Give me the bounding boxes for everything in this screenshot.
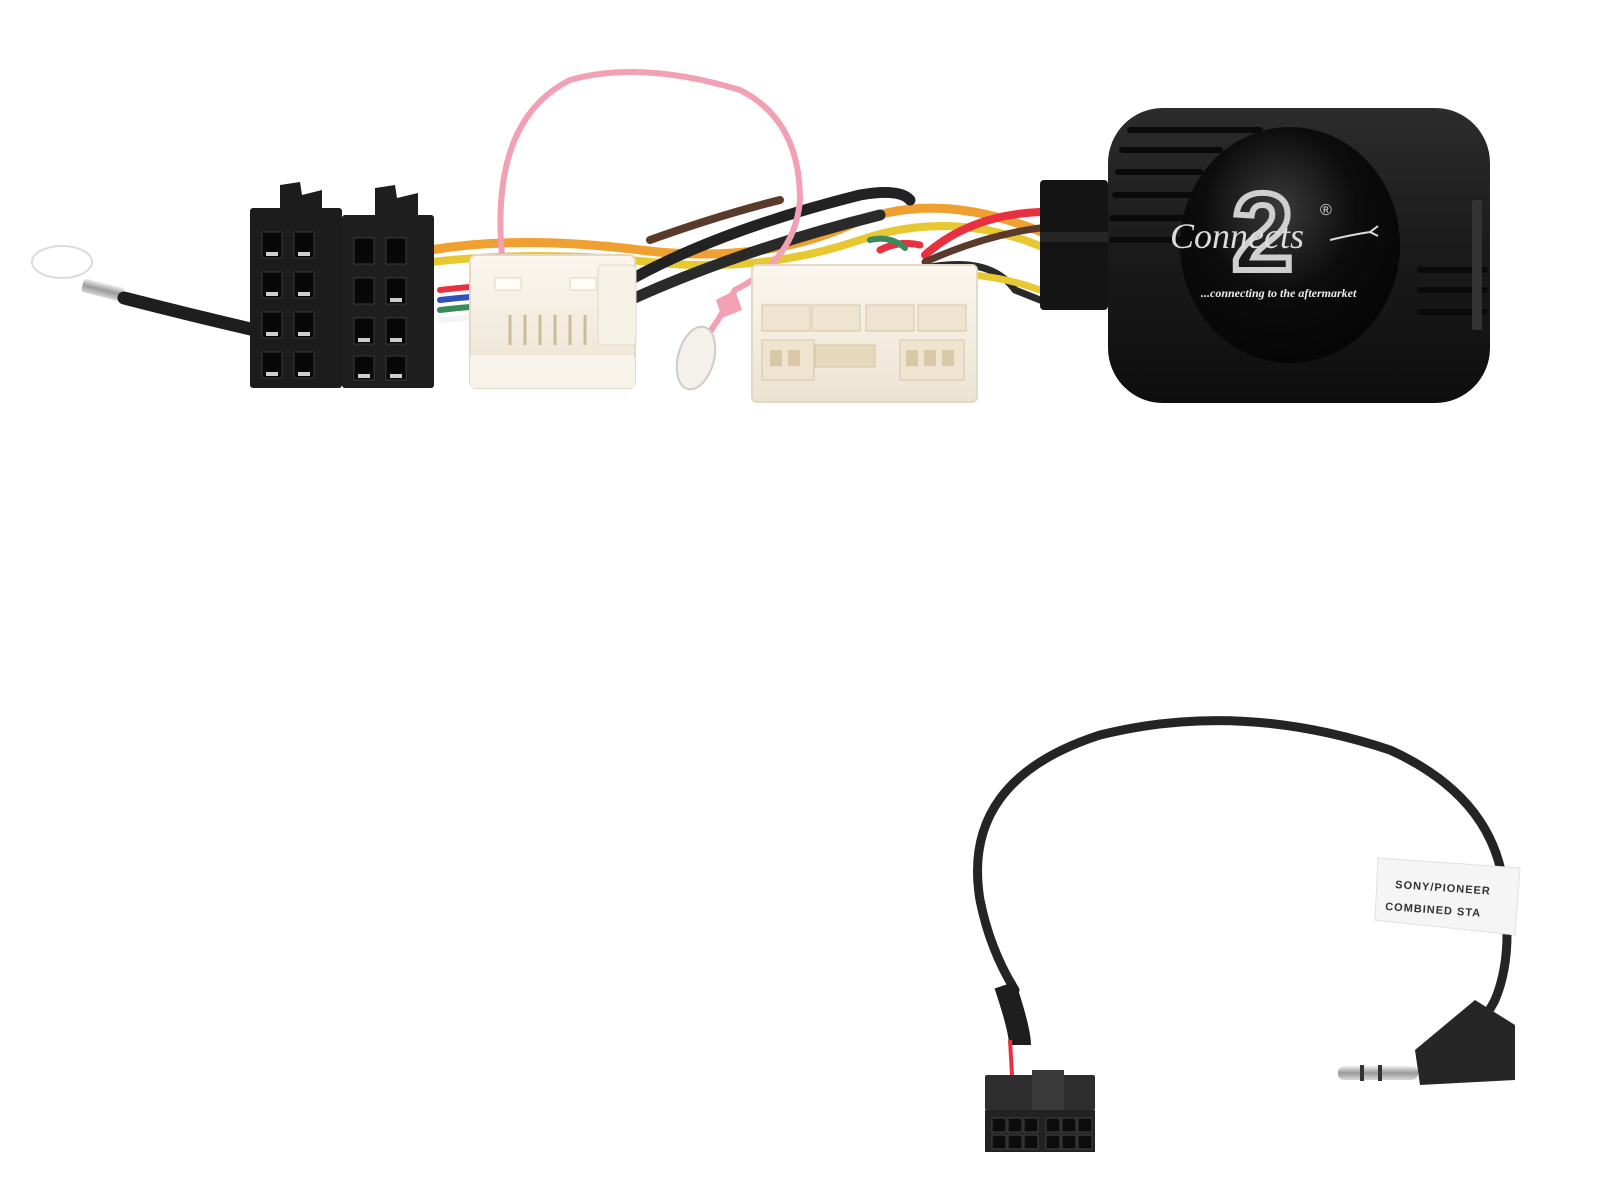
iso-connector-left [250, 182, 342, 388]
ground-terminal [31, 245, 262, 337]
brand-tagline: ...connecting to the aftermarket [1201, 286, 1357, 300]
spade-terminal [675, 290, 742, 391]
stereo-jack [1338, 1000, 1515, 1085]
12pin-connector [985, 1070, 1095, 1152]
brand-numeral: 2 [1232, 171, 1293, 294]
brand-logo: 2 Connects ® [1170, 168, 1379, 297]
patch-lead: SONY/PIONEER COMBINED STA [973, 716, 1521, 1152]
interface-box: 2 Connects ® ...connecting to the afterm… [1040, 108, 1490, 403]
oem-connector-wide [751, 264, 978, 403]
iso-connector-right [342, 185, 434, 388]
main-harness: 2 Connects ® ...connecting to the afterm… [31, 69, 1490, 403]
brand-script: Connects [1170, 216, 1304, 256]
iso-connector-pair [250, 182, 434, 388]
patch-cable [973, 716, 1512, 1035]
cable-label: SONY/PIONEER COMBINED STA [1374, 857, 1521, 936]
logo-disc [1180, 127, 1400, 363]
registered-mark: ® [1320, 202, 1332, 219]
oem-connector-16pin [469, 254, 637, 389]
